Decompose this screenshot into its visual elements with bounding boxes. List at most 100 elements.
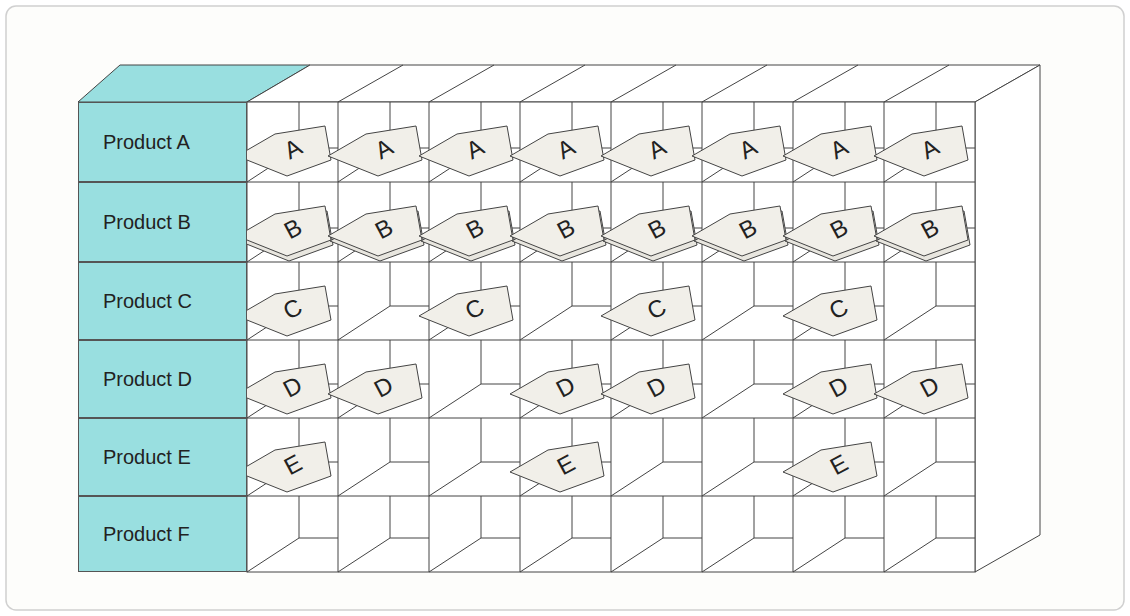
shelf-line: [611, 65, 676, 102]
product-name: Product E: [103, 446, 191, 469]
shelf-line: [429, 65, 494, 102]
shelf-line: [611, 462, 663, 496]
shelf-line: [936, 418, 937, 462]
kanban-card: B: [419, 206, 515, 256]
shelf-line: [611, 102, 612, 572]
card-letter: B: [825, 213, 852, 245]
shelf-line: [481, 384, 520, 385]
card-outline: [237, 364, 331, 414]
shelf-line: [429, 462, 481, 496]
shelf-line: [481, 418, 482, 462]
card-letter: B: [552, 213, 579, 245]
card-letter: A: [279, 133, 306, 165]
card-letter: A: [370, 133, 397, 165]
kanban-card: B: [783, 206, 879, 256]
shelf-top: [247, 65, 1040, 102]
kanban-card: C: [419, 286, 515, 336]
shelf-line: [390, 262, 391, 306]
shelf-line: [390, 462, 429, 463]
shelf-line: [611, 538, 663, 572]
card-text-holder: E: [510, 442, 606, 492]
product-label: Product A: [78, 102, 247, 182]
card-outline: [601, 364, 695, 414]
card-text-holder: C: [601, 286, 697, 336]
shelf-line: [481, 496, 482, 538]
shelf-line: [520, 65, 585, 102]
kanban-card: D: [874, 364, 970, 414]
shelf-line: [702, 102, 703, 572]
shelf-line: [845, 496, 846, 538]
shelf-line: [754, 384, 793, 385]
card-letter: B: [916, 213, 943, 245]
shelf-line: [936, 496, 937, 538]
kanban-card: A: [783, 126, 879, 176]
shelf-line: [481, 462, 520, 463]
shelf-line: [702, 65, 767, 102]
card-outline: [601, 126, 695, 176]
product-label: Product D: [78, 340, 247, 418]
kanban-card: E: [237, 442, 333, 492]
kanban-card: B: [692, 206, 788, 256]
card-outline: [419, 286, 513, 336]
shelf-line: [481, 538, 520, 539]
shelf-line: [884, 462, 936, 496]
shelf-line: [663, 462, 702, 463]
card-text-holder: B: [783, 206, 879, 256]
kanban-card: D: [237, 364, 333, 414]
card-text-holder: A: [510, 126, 606, 176]
card-letter: A: [825, 133, 852, 165]
card-text-holder: C: [237, 286, 333, 336]
card-outline: [510, 442, 604, 492]
kanban-card: C: [783, 286, 879, 336]
card-letter: B: [643, 213, 670, 245]
card-outline: [419, 126, 513, 176]
card-outline: [328, 126, 422, 176]
shelf-line: [520, 306, 572, 340]
shelf-line: [429, 102, 430, 572]
card-text-holder: D: [783, 364, 879, 414]
card-outline: [328, 206, 422, 256]
card-outline: [328, 364, 422, 414]
card-outline: [601, 286, 695, 336]
shelf-line: [390, 496, 391, 538]
shelf-line: [338, 462, 390, 496]
shelf-side: [975, 65, 1040, 572]
shelf-line: [754, 462, 793, 463]
card-letter: E: [552, 449, 579, 481]
card-outline: [783, 286, 877, 336]
shelf-line: [754, 340, 755, 384]
card-letter: D: [370, 371, 398, 404]
card-text-holder: A: [601, 126, 697, 176]
card-letter: A: [734, 133, 761, 165]
card-letter: E: [825, 449, 852, 481]
shelf-line: [793, 102, 794, 572]
shelf-line: [884, 102, 885, 572]
shelf-line: [572, 306, 611, 307]
product-label: Product B: [78, 182, 247, 262]
card-outline: [510, 206, 604, 256]
kanban-card: A: [601, 126, 697, 176]
shelf-line: [663, 418, 664, 462]
card-outline: [874, 126, 968, 176]
kanban-card: A: [237, 126, 333, 176]
kanban-card: D: [783, 364, 879, 414]
card-outline: [692, 206, 786, 256]
kanban-card: D: [328, 364, 424, 414]
card-text-holder: A: [419, 126, 515, 176]
card-text-holder: D: [874, 364, 970, 414]
card-text-holder: B: [510, 206, 606, 256]
shelf-line: [936, 262, 937, 306]
card-letter: C: [279, 293, 307, 326]
shelf-front: [247, 102, 975, 572]
kanban-card: B: [874, 206, 970, 256]
kanban-card: E: [510, 442, 606, 492]
card-outline: [419, 206, 513, 256]
shelf-line: [299, 496, 300, 538]
shelf-line: [572, 262, 573, 306]
product-name: Product D: [103, 368, 192, 391]
kanban-card: A: [692, 126, 788, 176]
card-outline: [237, 286, 331, 336]
shelf-line: [884, 65, 949, 102]
card-outline: [601, 206, 695, 256]
